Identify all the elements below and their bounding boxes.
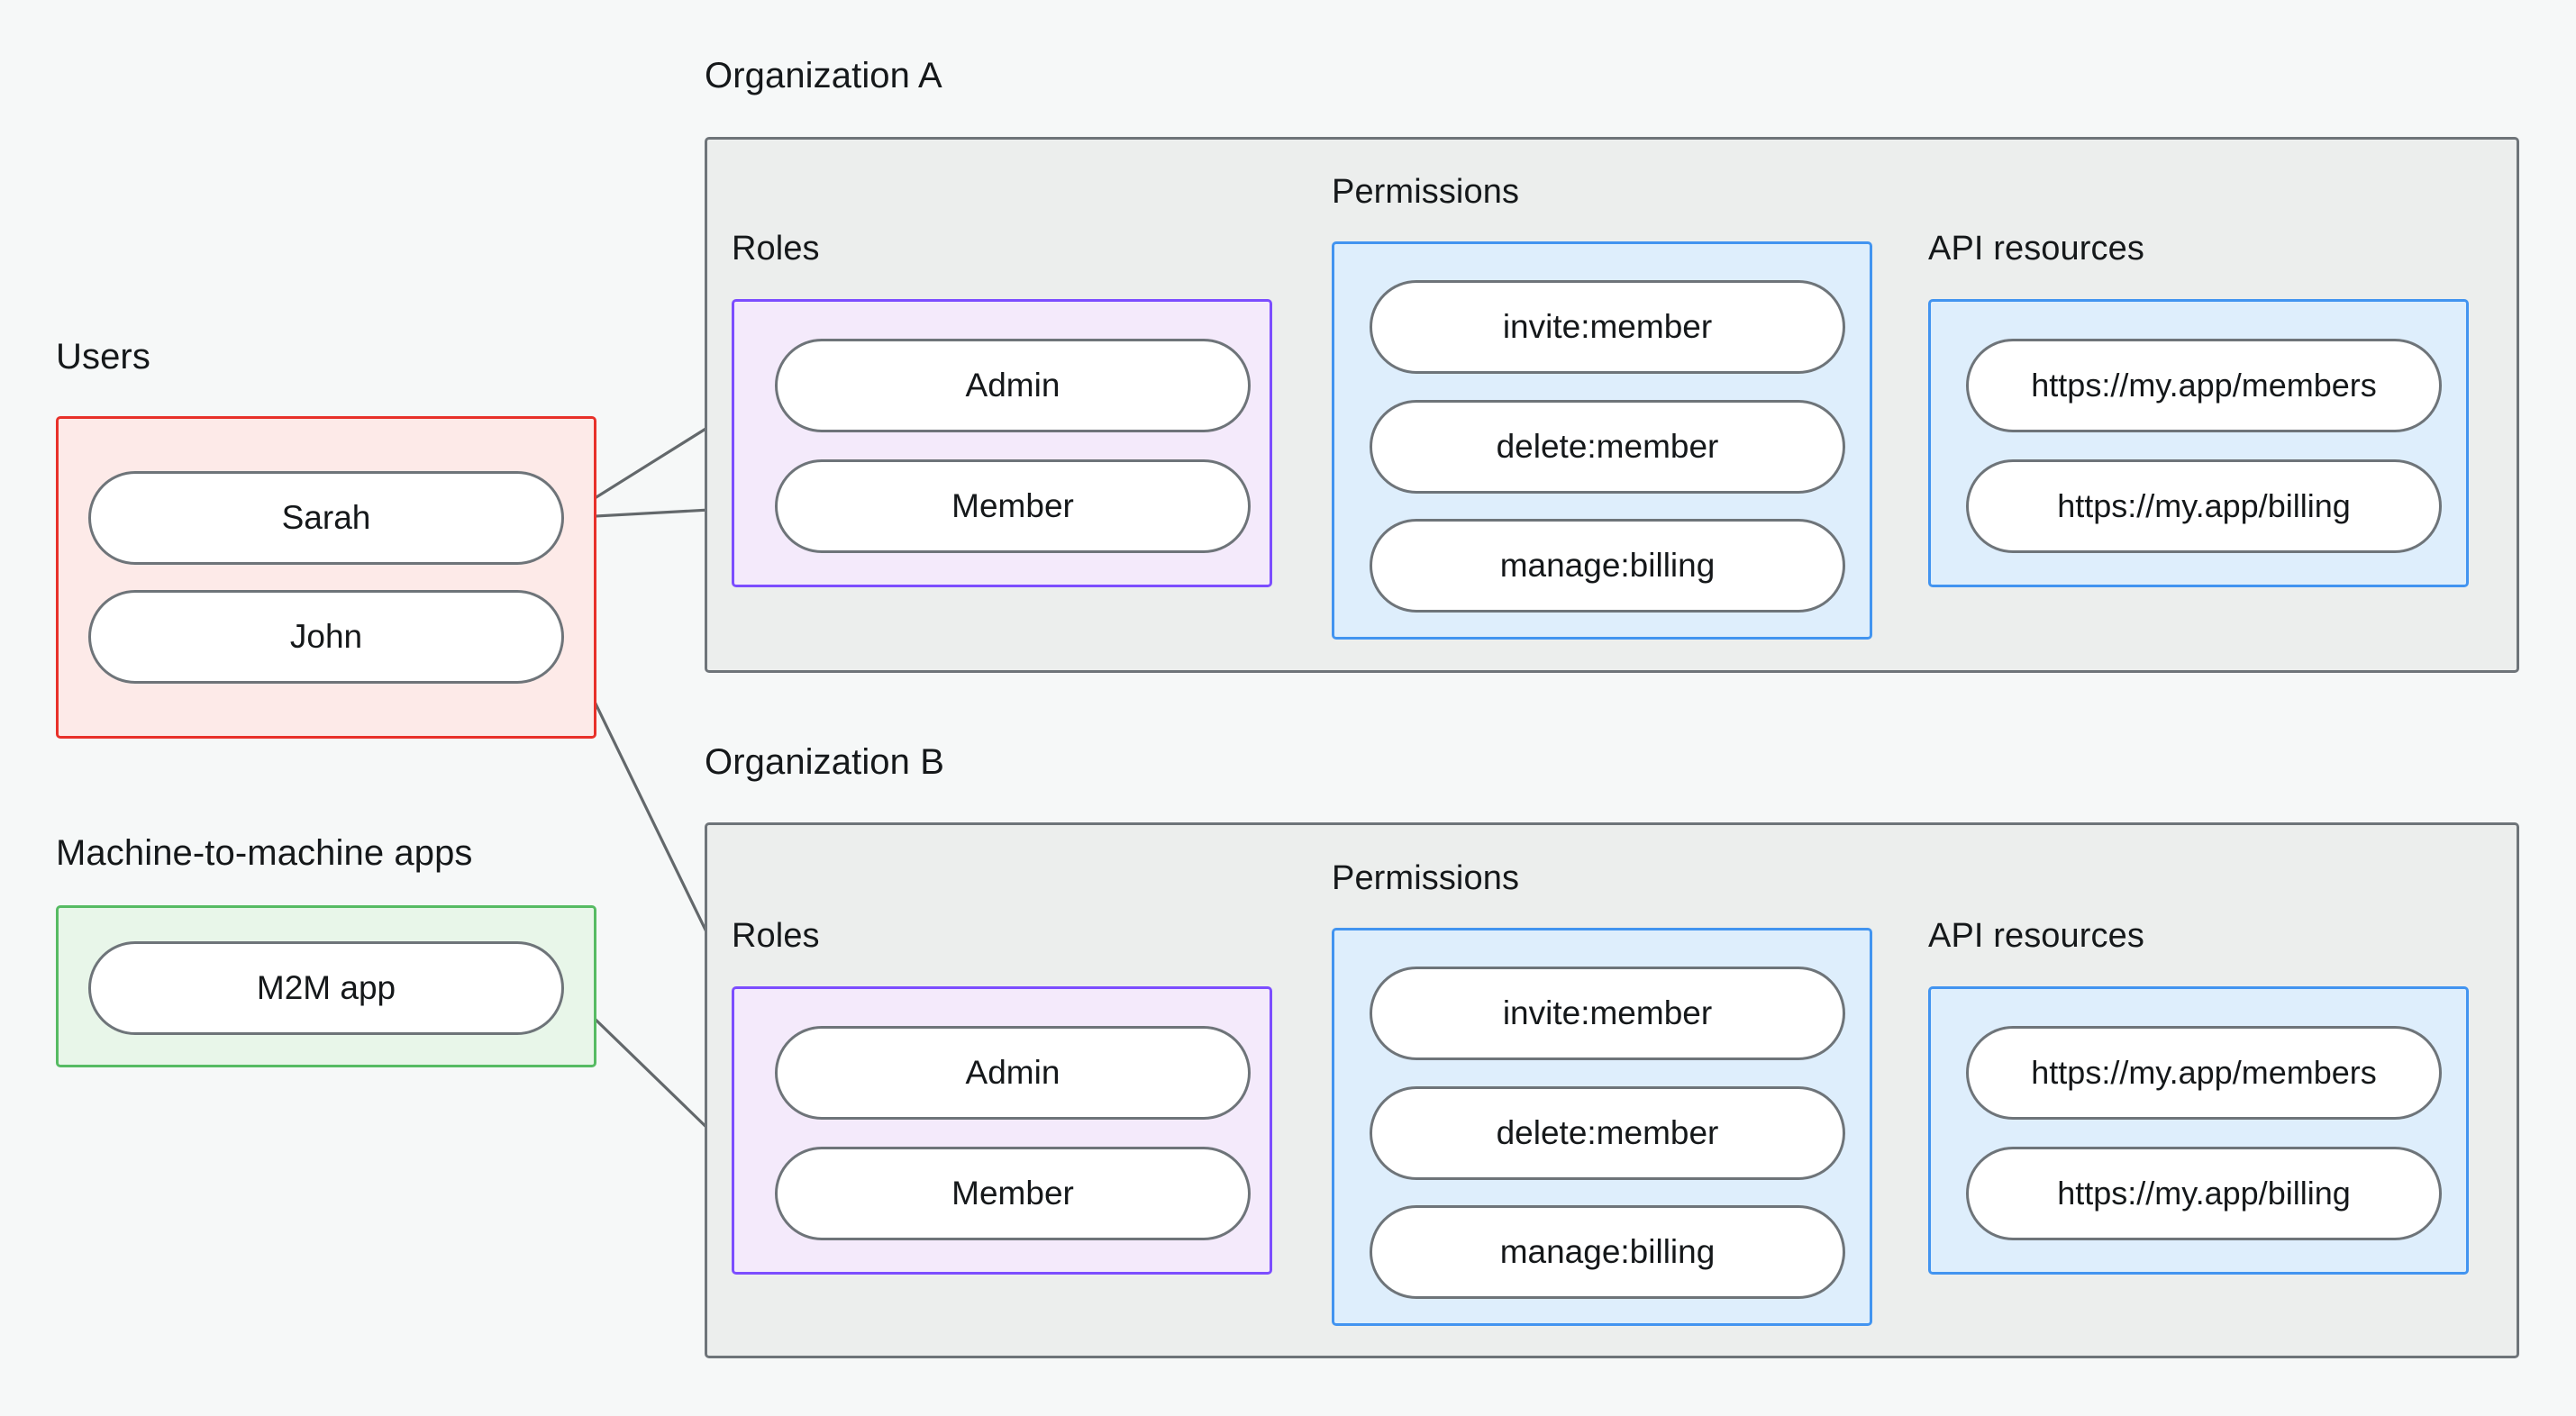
users-container xyxy=(56,416,596,739)
org-a-role-pill-member[interactable]: Member xyxy=(775,459,1251,553)
user-pill-sarah[interactable]: Sarah xyxy=(88,471,564,565)
org-a-permission-pill-manage-billing[interactable]: manage:billing xyxy=(1370,519,1845,613)
org-a-permission-pill-delete-member[interactable]: delete:member xyxy=(1370,400,1845,494)
users-group-label: Users xyxy=(56,337,150,377)
org-a-permissions-label: Permissions xyxy=(1332,173,1520,211)
org-b-permissions-label: Permissions xyxy=(1332,859,1520,897)
org-b-title: Organization B xyxy=(705,742,944,782)
m2m-pill-app[interactable]: M2M app xyxy=(88,941,564,1035)
org-a-title: Organization A xyxy=(705,56,942,95)
org-a-role-pill-admin[interactable]: Admin xyxy=(775,339,1251,432)
org-b-permission-pill-invite-member[interactable]: invite:member xyxy=(1370,967,1845,1060)
org-a-api-pill-billing[interactable]: https://my.app/billing xyxy=(1966,459,2442,553)
org-a-api-pill-members[interactable]: https://my.app/members xyxy=(1966,339,2442,432)
org-b-role-pill-admin[interactable]: Admin xyxy=(775,1026,1251,1120)
org-b-permission-pill-manage-billing[interactable]: manage:billing xyxy=(1370,1205,1845,1299)
org-a-permission-pill-invite-member[interactable]: invite:member xyxy=(1370,280,1845,374)
m2m-group-label: Machine-to-machine apps xyxy=(56,833,473,873)
org-b-api-resources-label: API resources xyxy=(1928,917,2144,955)
org-a-roles-label: Roles xyxy=(732,230,820,268)
org-b-roles-label: Roles xyxy=(732,917,820,955)
org-b-api-pill-members[interactable]: https://my.app/members xyxy=(1966,1026,2442,1120)
org-b-role-pill-member[interactable]: Member xyxy=(775,1147,1251,1240)
user-pill-john[interactable]: John xyxy=(88,590,564,684)
org-b-api-pill-billing[interactable]: https://my.app/billing xyxy=(1966,1147,2442,1240)
org-b-permission-pill-delete-member[interactable]: delete:member xyxy=(1370,1086,1845,1180)
org-a-api-resources-label: API resources xyxy=(1928,230,2144,268)
